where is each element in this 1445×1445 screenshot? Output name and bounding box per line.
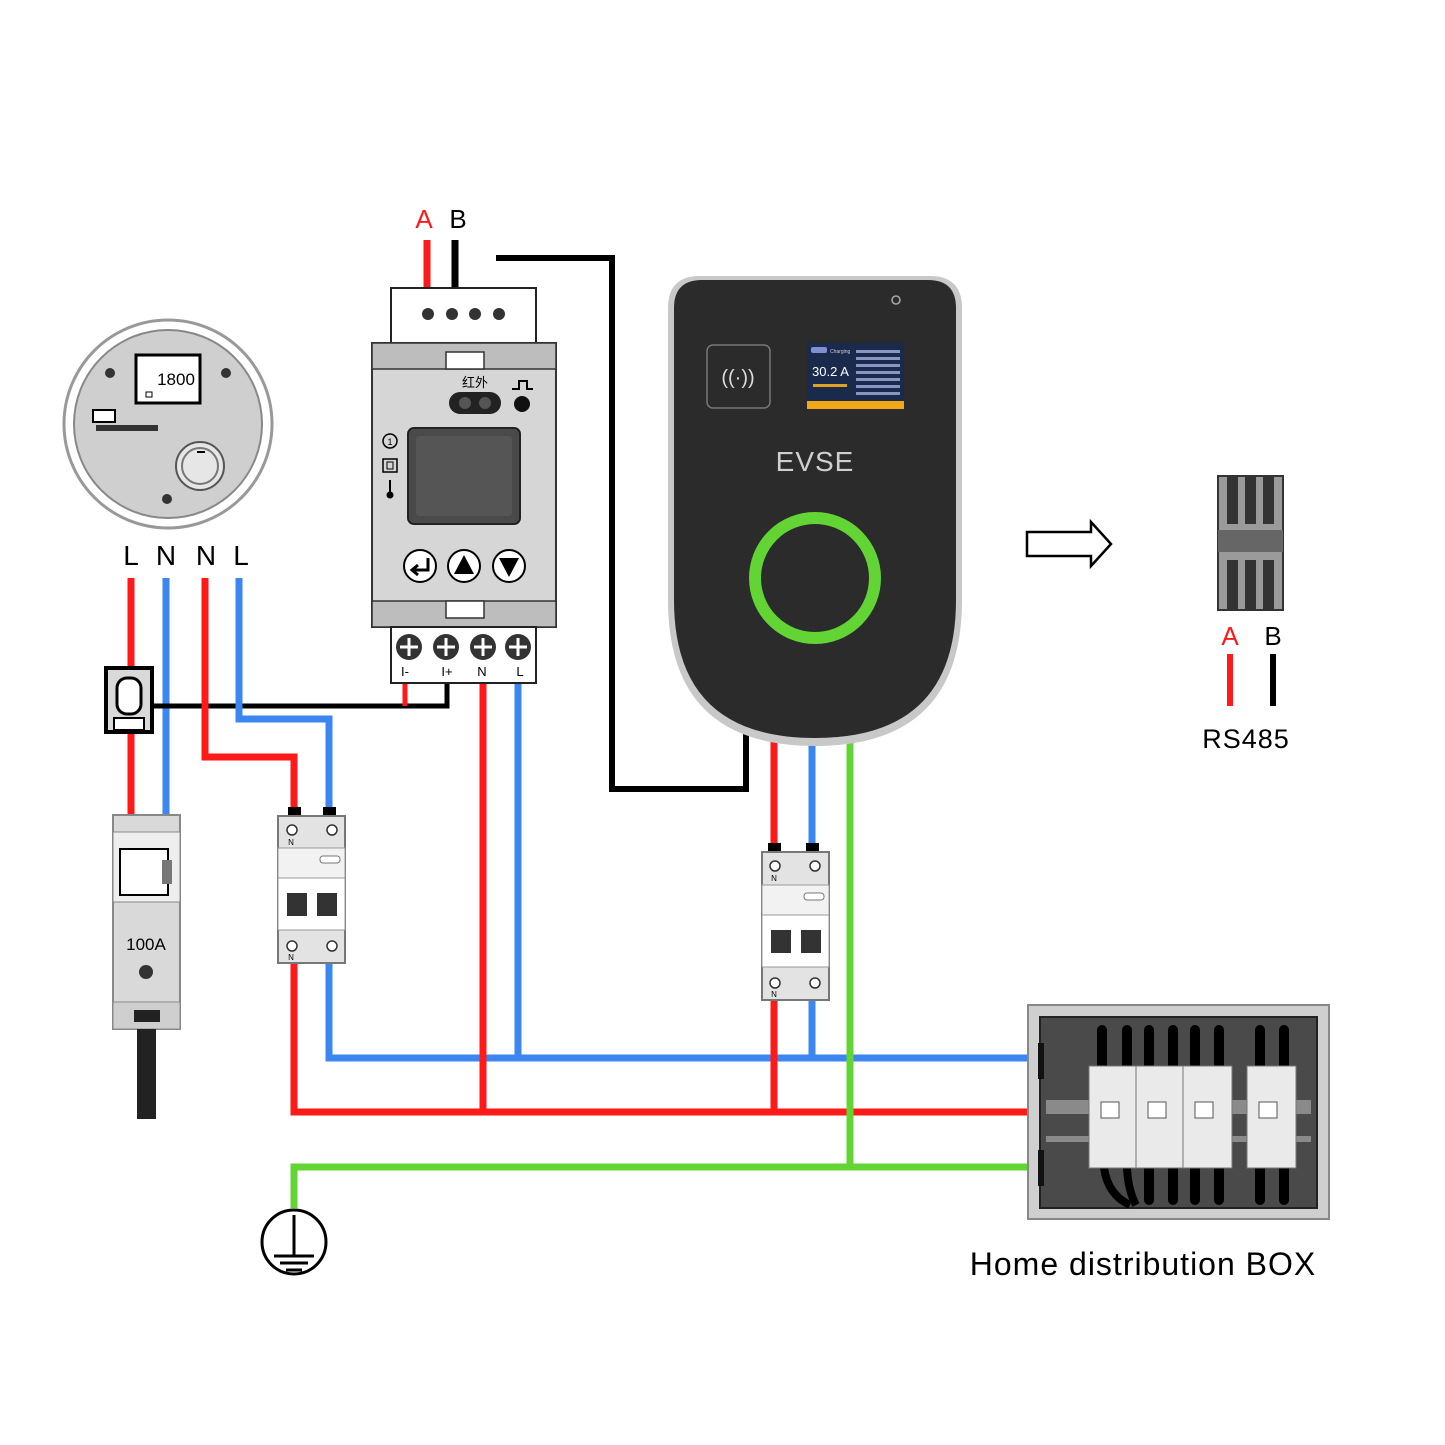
up-button[interactable] xyxy=(447,549,481,583)
device-icon xyxy=(382,458,398,473)
phase-icon xyxy=(382,433,398,449)
arrow-right-icon xyxy=(1025,518,1113,570)
din-meter: 红外 1 xyxy=(371,287,557,684)
enter-icon xyxy=(409,558,430,577)
ev-charger: ((·)) Charging 30.2 A EVSE xyxy=(668,276,962,746)
screw-icon xyxy=(105,368,115,378)
meter-reading: 1800 xyxy=(157,370,195,389)
terminal-label-i-minus: I- xyxy=(401,664,409,679)
rs485-b-label: B xyxy=(449,204,466,234)
terminal-screw-icon xyxy=(422,308,434,320)
box-breaker xyxy=(1135,1065,1186,1169)
ir-window xyxy=(449,392,501,414)
ct-lead-black xyxy=(152,680,450,709)
rs485-a-label: A xyxy=(415,204,433,234)
terminal-screw-icon xyxy=(446,308,458,320)
ir-label: 红外 xyxy=(462,375,488,390)
earth-wire xyxy=(846,740,1028,1171)
breaker-2: N N xyxy=(761,843,830,1001)
ground-wire xyxy=(290,1163,1028,1208)
bluetooth-icon xyxy=(891,295,901,305)
current-transformer xyxy=(104,666,154,734)
pulse-led xyxy=(514,396,530,412)
main-breaker-rating: 100A xyxy=(126,935,166,954)
feed-live-wire xyxy=(201,578,298,808)
terminal-label-n: N xyxy=(477,664,486,679)
connector-b-label: B xyxy=(1264,621,1281,651)
screen-status: Charging xyxy=(830,349,851,355)
main-breaker: 100A xyxy=(112,814,181,1030)
signal-wire-charger xyxy=(496,255,749,792)
breaker-1: N N xyxy=(277,807,346,964)
box-breaker xyxy=(1182,1065,1233,1169)
rs485-caption: RS485 xyxy=(1202,724,1290,754)
pole-label: N xyxy=(771,874,777,883)
down-icon xyxy=(499,558,519,577)
up-icon xyxy=(454,555,474,574)
supply-cable xyxy=(137,1029,156,1119)
supply-label-n1: N xyxy=(156,540,176,571)
meter-knob xyxy=(175,441,225,491)
down-button[interactable] xyxy=(492,549,526,583)
svg-text:1: 1 xyxy=(387,437,392,447)
breaker1-neutral-out xyxy=(325,962,1028,1062)
charger-screen: Charging 30.2 A xyxy=(807,343,904,409)
box-breaker xyxy=(1088,1065,1139,1169)
rs485-connector xyxy=(1217,475,1284,611)
feed-neutral-wire xyxy=(235,578,333,808)
screen-current: 30.2 A xyxy=(812,364,849,379)
status-ring xyxy=(749,512,881,644)
connector-a-label: A xyxy=(1221,621,1239,651)
pole-label: N xyxy=(288,838,294,847)
terminal-screw-icon xyxy=(493,308,505,320)
terminal-screws xyxy=(396,634,531,660)
rfid-icon: ((·)) xyxy=(721,367,754,389)
pole-label: N xyxy=(771,990,777,999)
screw-icon xyxy=(162,494,172,504)
wires xyxy=(127,240,1276,1208)
breaker1-live-out xyxy=(290,962,1028,1116)
box-breaker xyxy=(1246,1065,1297,1169)
supply-label-l1: L xyxy=(123,540,139,571)
distribution-box-caption: Home distribution BOX xyxy=(970,1246,1316,1282)
terminal-screw-icon xyxy=(469,308,481,320)
enter-button[interactable] xyxy=(403,549,437,583)
utility-meter: 1800 xyxy=(62,318,274,530)
rfid-reader xyxy=(706,344,771,409)
screw-icon xyxy=(221,368,231,378)
meter-display xyxy=(134,353,202,405)
supply-label-l2: L xyxy=(233,540,249,571)
terminal-label-i-plus: I+ xyxy=(441,664,452,679)
terminal-label-l: L xyxy=(516,664,523,679)
charger-brand: EVSE xyxy=(776,446,855,477)
pulse-icon xyxy=(512,380,533,390)
supply-label-n2: N xyxy=(196,540,216,571)
ground-icon xyxy=(260,1208,328,1276)
pole-label: N xyxy=(288,953,294,962)
distribution-box xyxy=(1027,1004,1330,1220)
